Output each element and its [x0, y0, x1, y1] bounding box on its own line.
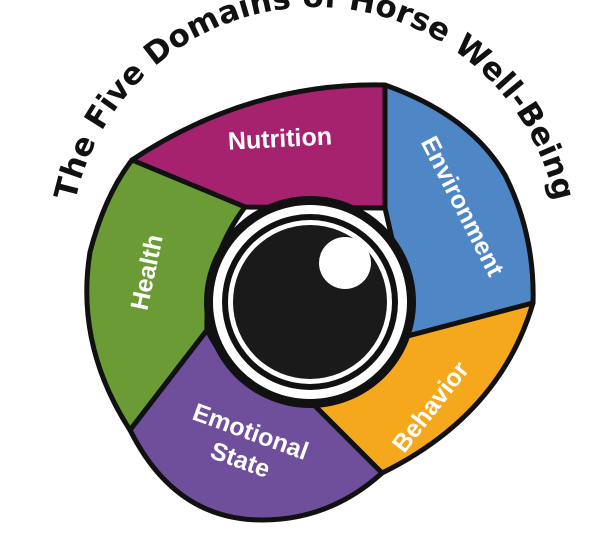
- label-nutrition: Nutrition: [227, 122, 332, 155]
- domain-segments: [84, 82, 536, 523]
- eye-highlight: [319, 237, 371, 289]
- eye-icon: [204, 196, 416, 408]
